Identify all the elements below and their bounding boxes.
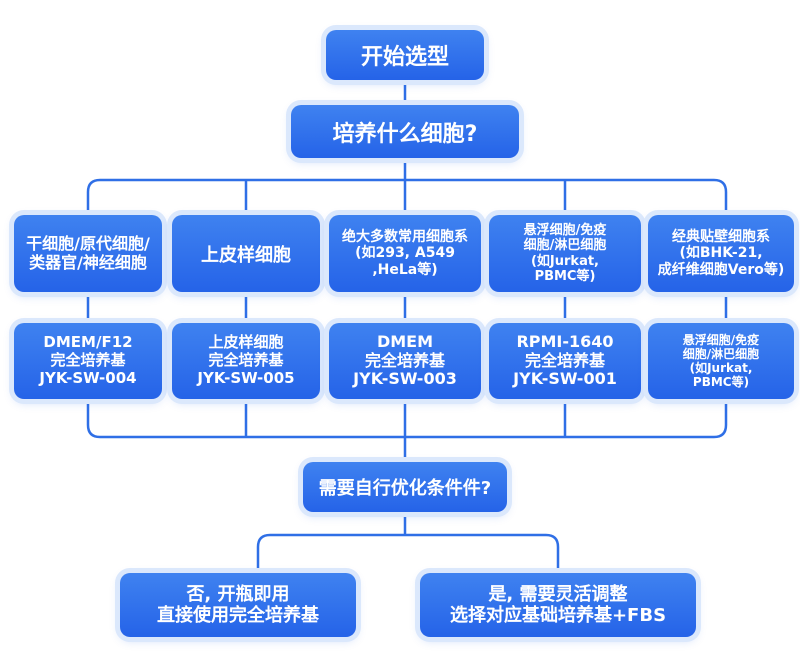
category-suspension-cell-node: 悬浮细胞/免疫 细胞/淋巴细胞 (如Jurkat, PBMC等) xyxy=(489,215,641,292)
medium-line: DMEM/F12 xyxy=(43,333,133,352)
medium-line: 完全培养基 xyxy=(364,350,445,370)
connector-media-merge xyxy=(86,397,728,464)
category-line: (如293, A549 xyxy=(355,245,455,262)
category-adherent-cell-line-node: 经典贴壁细胞系 (如BHK-21, 成纤维细胞Vero等) xyxy=(648,215,794,292)
medium-epithelial-node: 上皮样细胞 完全培养基 JYK-SW-005 xyxy=(172,323,320,399)
connector-q2-answers xyxy=(256,510,560,575)
answer-line: 是, 需要灵活调整 xyxy=(488,583,628,605)
answer-no-node: 否, 开瓶即用 直接使用完全培养基 xyxy=(120,573,356,637)
medium-line: 悬浮细胞/免疫 xyxy=(682,332,760,347)
category-line: 经典贴壁细胞系 xyxy=(672,228,770,245)
medium-line: JYK-SW-004 xyxy=(39,368,137,387)
question-optimize-label: 需要自行优化条件件? xyxy=(318,478,492,499)
answer-line: 选择对应基础培养基+FBS xyxy=(449,605,667,626)
medium-dmem-node: DMEM 完全培养基 JYK-SW-003 xyxy=(329,323,481,399)
medium-line: PBMC等) xyxy=(692,375,750,390)
question-cell-type-label: 培养什么细胞? xyxy=(332,121,478,147)
category-line: ,HeLa等) xyxy=(372,261,438,278)
category-epithelial-node: 上皮样细胞 xyxy=(172,215,320,292)
category-line: (如Jurkat, xyxy=(530,253,599,269)
category-line: (如BHK-21, xyxy=(679,245,763,262)
answer-yes-node: 是, 需要灵活调整 选择对应基础培养基+FBS xyxy=(420,573,696,637)
medium-line: JYK-SW-003 xyxy=(353,369,457,389)
answer-line: 直接使用完全培养基 xyxy=(157,605,319,626)
category-line: 上皮样细胞 xyxy=(201,244,291,266)
medium-line: JYK-SW-001 xyxy=(513,369,617,389)
category-common-cell-line-node: 绝大多数常用细胞系 (如293, A549 ,HeLa等) xyxy=(329,215,481,292)
medium-line: 完全培养基 xyxy=(208,351,284,370)
question-optimize-node: 需要自行优化条件件? xyxy=(303,462,507,512)
medium-line: RPMI-1640 xyxy=(516,331,614,351)
category-line: PBMC等) xyxy=(534,268,596,284)
answer-line: 否, 开瓶即用 xyxy=(186,583,290,605)
medium-dmem-f12-node: DMEM/F12 完全培养基 JYK-SW-004 xyxy=(14,323,162,399)
connector-categories-media xyxy=(86,290,728,325)
medium-suspension-node: 悬浮细胞/免疫 细胞/淋巴细胞 (如Jurkat, PBMC等) xyxy=(648,323,794,399)
start-node: 开始选型 xyxy=(326,30,484,80)
medium-line: 完全培养基 xyxy=(50,351,126,370)
connector-q1-branches xyxy=(86,156,728,217)
medium-line: JYK-SW-005 xyxy=(197,368,295,387)
question-cell-type-node: 培养什么细胞? xyxy=(291,105,519,158)
category-line: 类器官/神经细胞 xyxy=(29,252,147,272)
medium-line: DMEM xyxy=(376,331,434,351)
medium-line: 完全培养基 xyxy=(524,350,605,370)
medium-line: (如Jurkat, xyxy=(689,361,753,375)
category-line: 悬浮细胞/免疫 xyxy=(523,222,607,238)
category-line: 干细胞/原代细胞/ xyxy=(26,233,150,253)
medium-rpmi-1640-node: RPMI-1640 完全培养基 JYK-SW-001 xyxy=(489,323,641,399)
start-label: 开始选型 xyxy=(360,45,449,70)
category-line: 细胞/淋巴细胞 xyxy=(523,238,607,254)
category-line: 绝大多数常用细胞系 xyxy=(342,228,468,245)
medium-line: 上皮样细胞 xyxy=(208,333,284,352)
category-line: 成纤维细胞Vero等) xyxy=(657,261,785,278)
medium-line: 细胞/淋巴细胞 xyxy=(682,346,760,361)
category-stem-cell-node: 干细胞/原代细胞/ 类器官/神经细胞 xyxy=(14,215,162,292)
